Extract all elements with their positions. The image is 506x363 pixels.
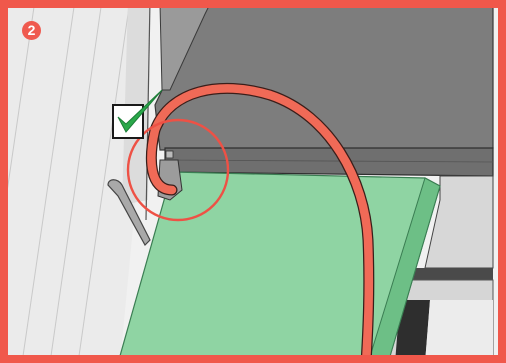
step-number-badge: 2 [22,21,41,40]
